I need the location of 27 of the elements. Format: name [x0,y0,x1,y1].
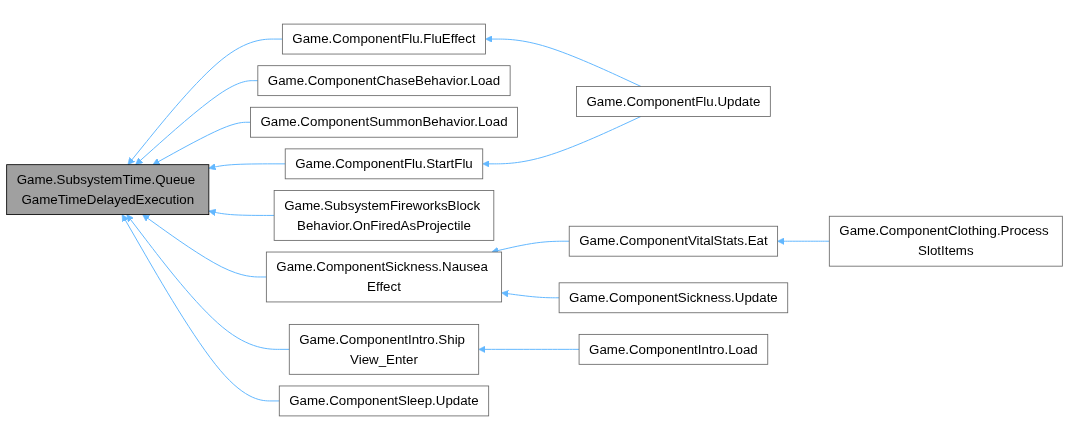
node-box: Game.ComponentSummonBehavior.Load [250,106,518,138]
node-box: Game.ComponentClothing.Process SlotItems [828,215,1063,267]
node-box: Game.ComponentIntro.Load [578,333,769,365]
node-box: Game.ComponentChaseBehavior.Load [257,65,511,97]
arrow [501,290,560,299]
node-box: Game.ComponentFlu.Update [576,86,771,117]
node-box: Game.ComponentVitalStats.Eat [568,225,779,257]
arrow [208,208,275,216]
arrow [142,214,267,278]
arrow [126,214,290,350]
node-box: Game.SubsystemTime.Queue GameTimeDelayedExecution [6,164,210,215]
arrow [482,115,642,168]
arrow [152,121,251,165]
node-box: Game.ComponentSleep.Update [278,385,490,417]
arrow [121,214,280,402]
node-box: Game.ComponentSickness.Update [558,282,789,314]
node-box: Game.ComponentFlu.StartFlu [284,148,484,180]
arrow [208,163,286,171]
arrow [127,38,283,165]
node-box: Game.ComponentFlu.FluEffect [281,23,486,55]
node-box: Game.ComponentIntro.Ship View_Enter [288,324,480,375]
arrow [135,80,259,165]
arrow [485,35,642,87]
node-box: Game.ComponentSickness.Nausea Effect [265,251,503,303]
arrow [777,237,830,245]
node-box: Game.SubsystemFireworksBlock Behavior.OnFiredAsProjectile [273,190,495,241]
arrow [478,345,580,353]
